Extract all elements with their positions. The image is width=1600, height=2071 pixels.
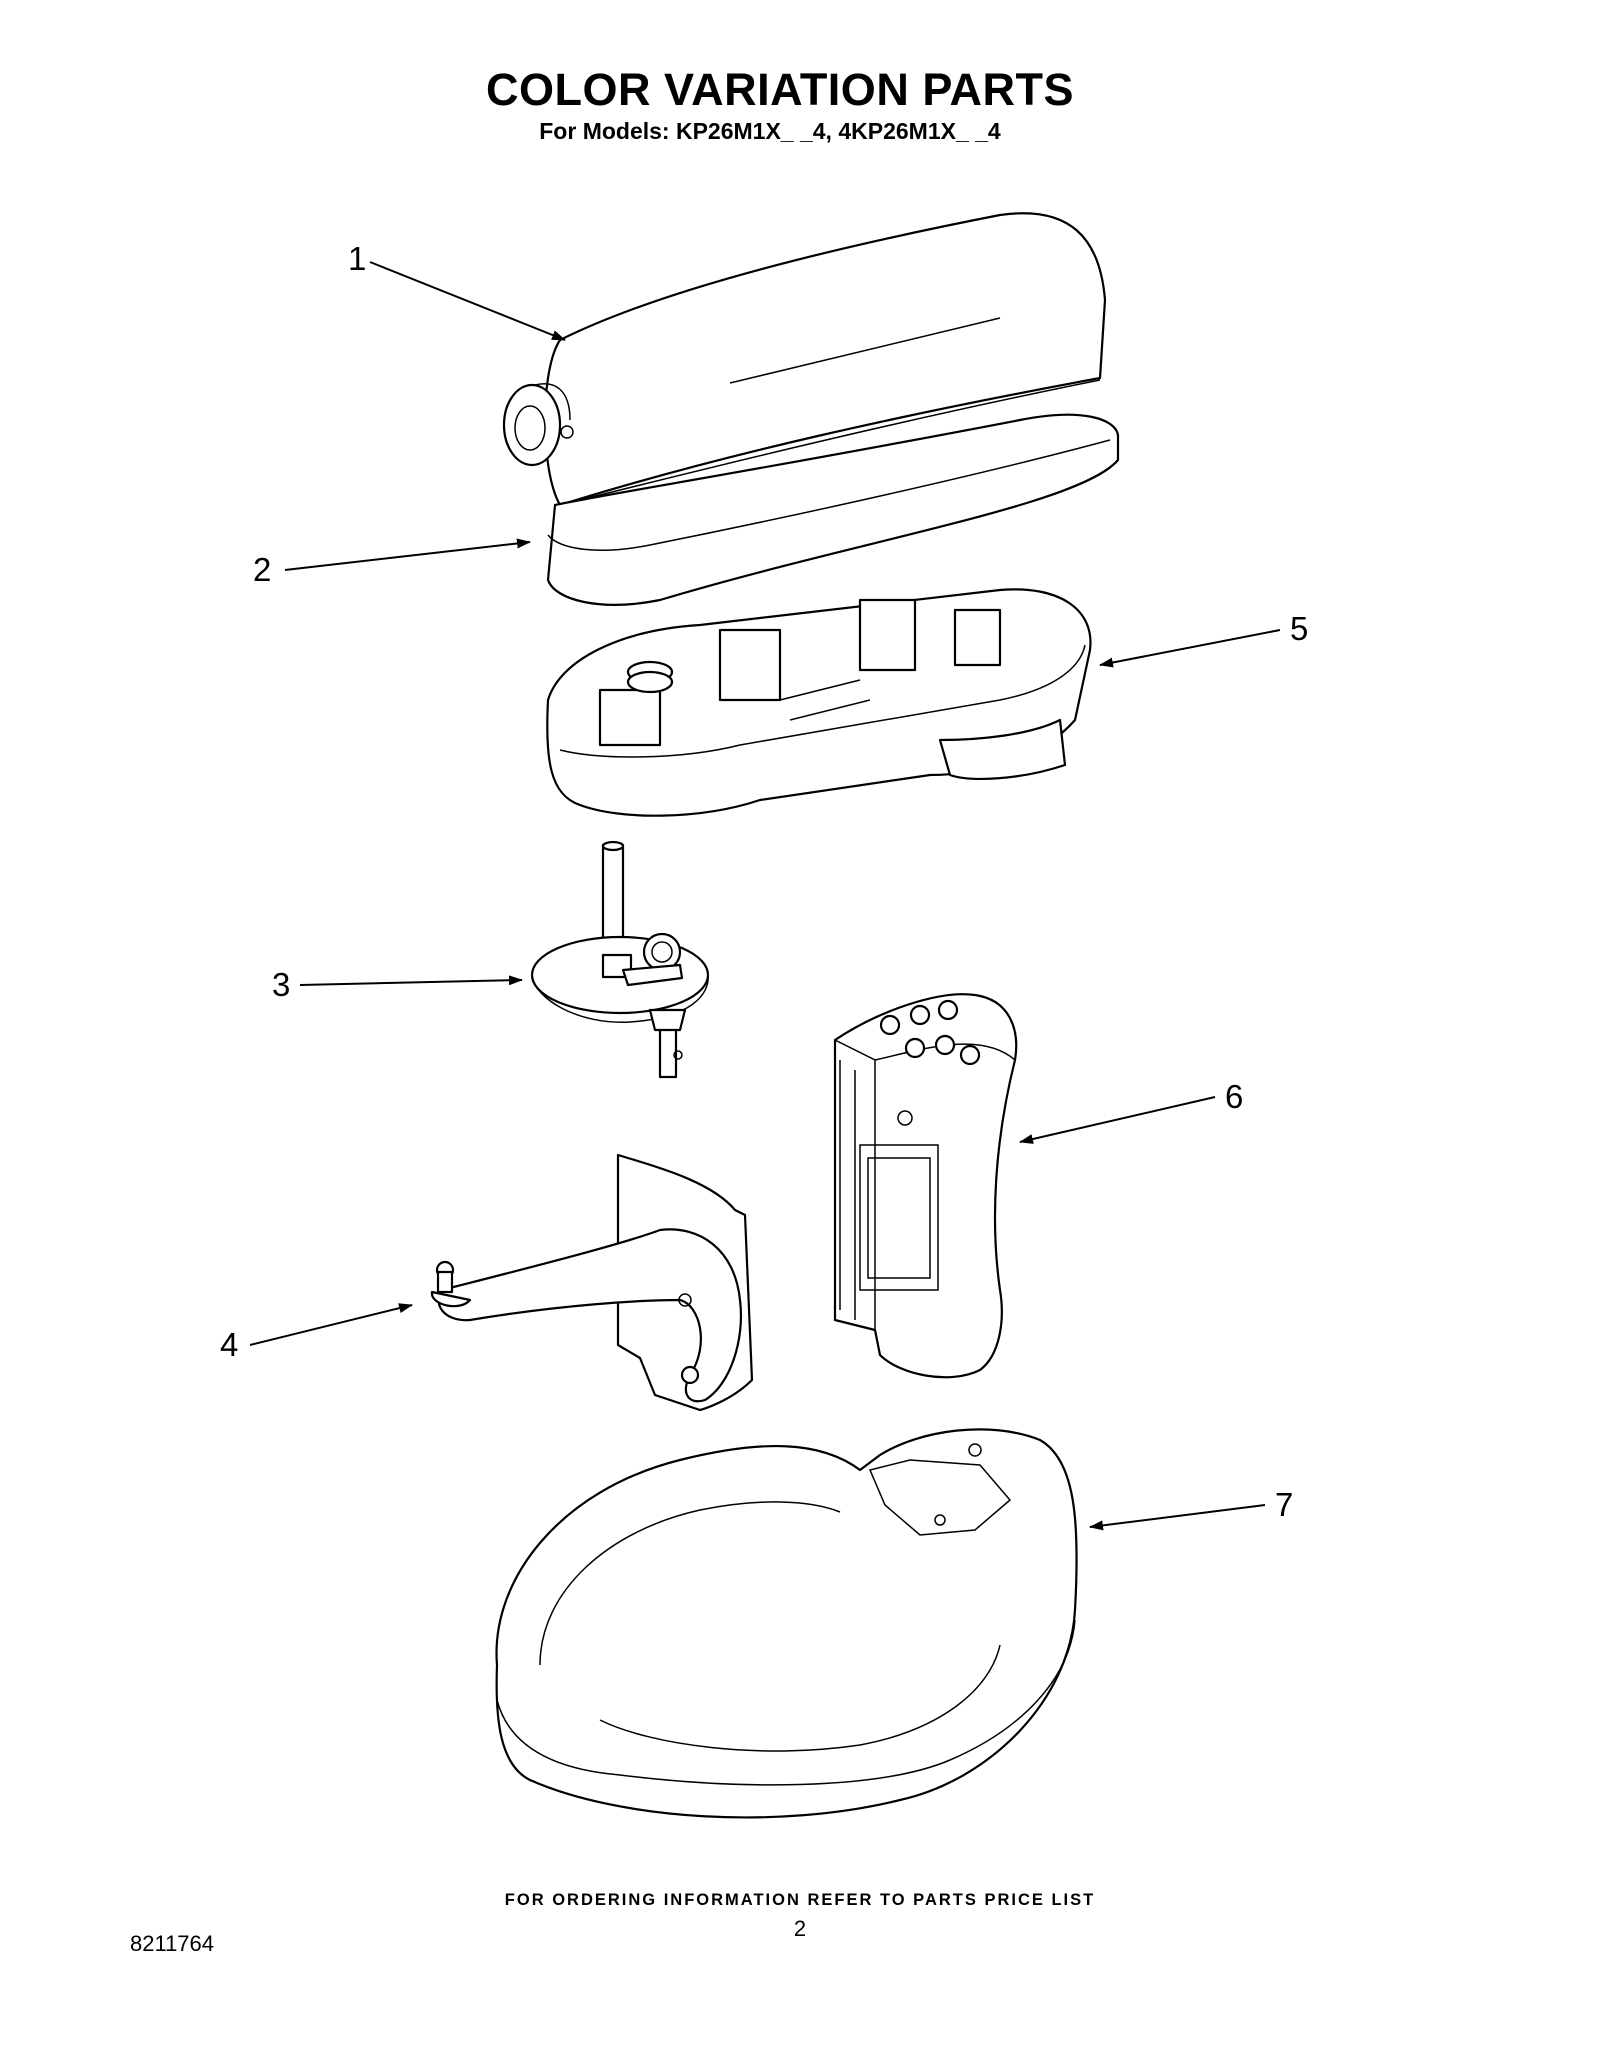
part-2-trim-band — [546, 413, 1120, 606]
page-title: COLOR VARIATION PARTS — [486, 64, 1074, 115]
leader-line-2 — [284, 538, 531, 571]
part-7-base — [495, 1428, 1078, 1819]
document-number: 8211764 — [130, 1931, 215, 1956]
leader-line-3 — [299, 975, 523, 986]
callout-5: 5 — [1290, 610, 1309, 647]
leader-line-1 — [369, 261, 566, 341]
part-5-gear-case — [546, 588, 1092, 817]
part-6-column — [833, 993, 1018, 1379]
models-subtitle: For Models: KP26M1X_ _4, 4KP26M1X_ _4 — [539, 118, 1001, 144]
leader-line-4 — [249, 1303, 413, 1346]
callout-7: 7 — [1275, 1486, 1294, 1523]
leader-line-7 — [1089, 1504, 1266, 1531]
part-4-bowl-arm — [430, 1153, 754, 1412]
ordering-note: FOR ORDERING INFORMATION REFER TO PARTS … — [504, 1891, 1096, 1909]
leader-line-5 — [1099, 629, 1281, 668]
part-1-motor-housing — [502, 212, 1107, 507]
callout-2: 2 — [253, 551, 272, 588]
leader-lines — [249, 261, 1281, 1531]
callout-4: 4 — [220, 1326, 239, 1363]
callout-3: 3 — [272, 966, 291, 1003]
page-number: 2 — [793, 1916, 807, 1941]
part-3-planetary-unit — [530, 840, 710, 1079]
callout-6: 6 — [1225, 1078, 1244, 1115]
leader-line-6 — [1019, 1096, 1216, 1144]
callout-1: 1 — [348, 240, 367, 277]
